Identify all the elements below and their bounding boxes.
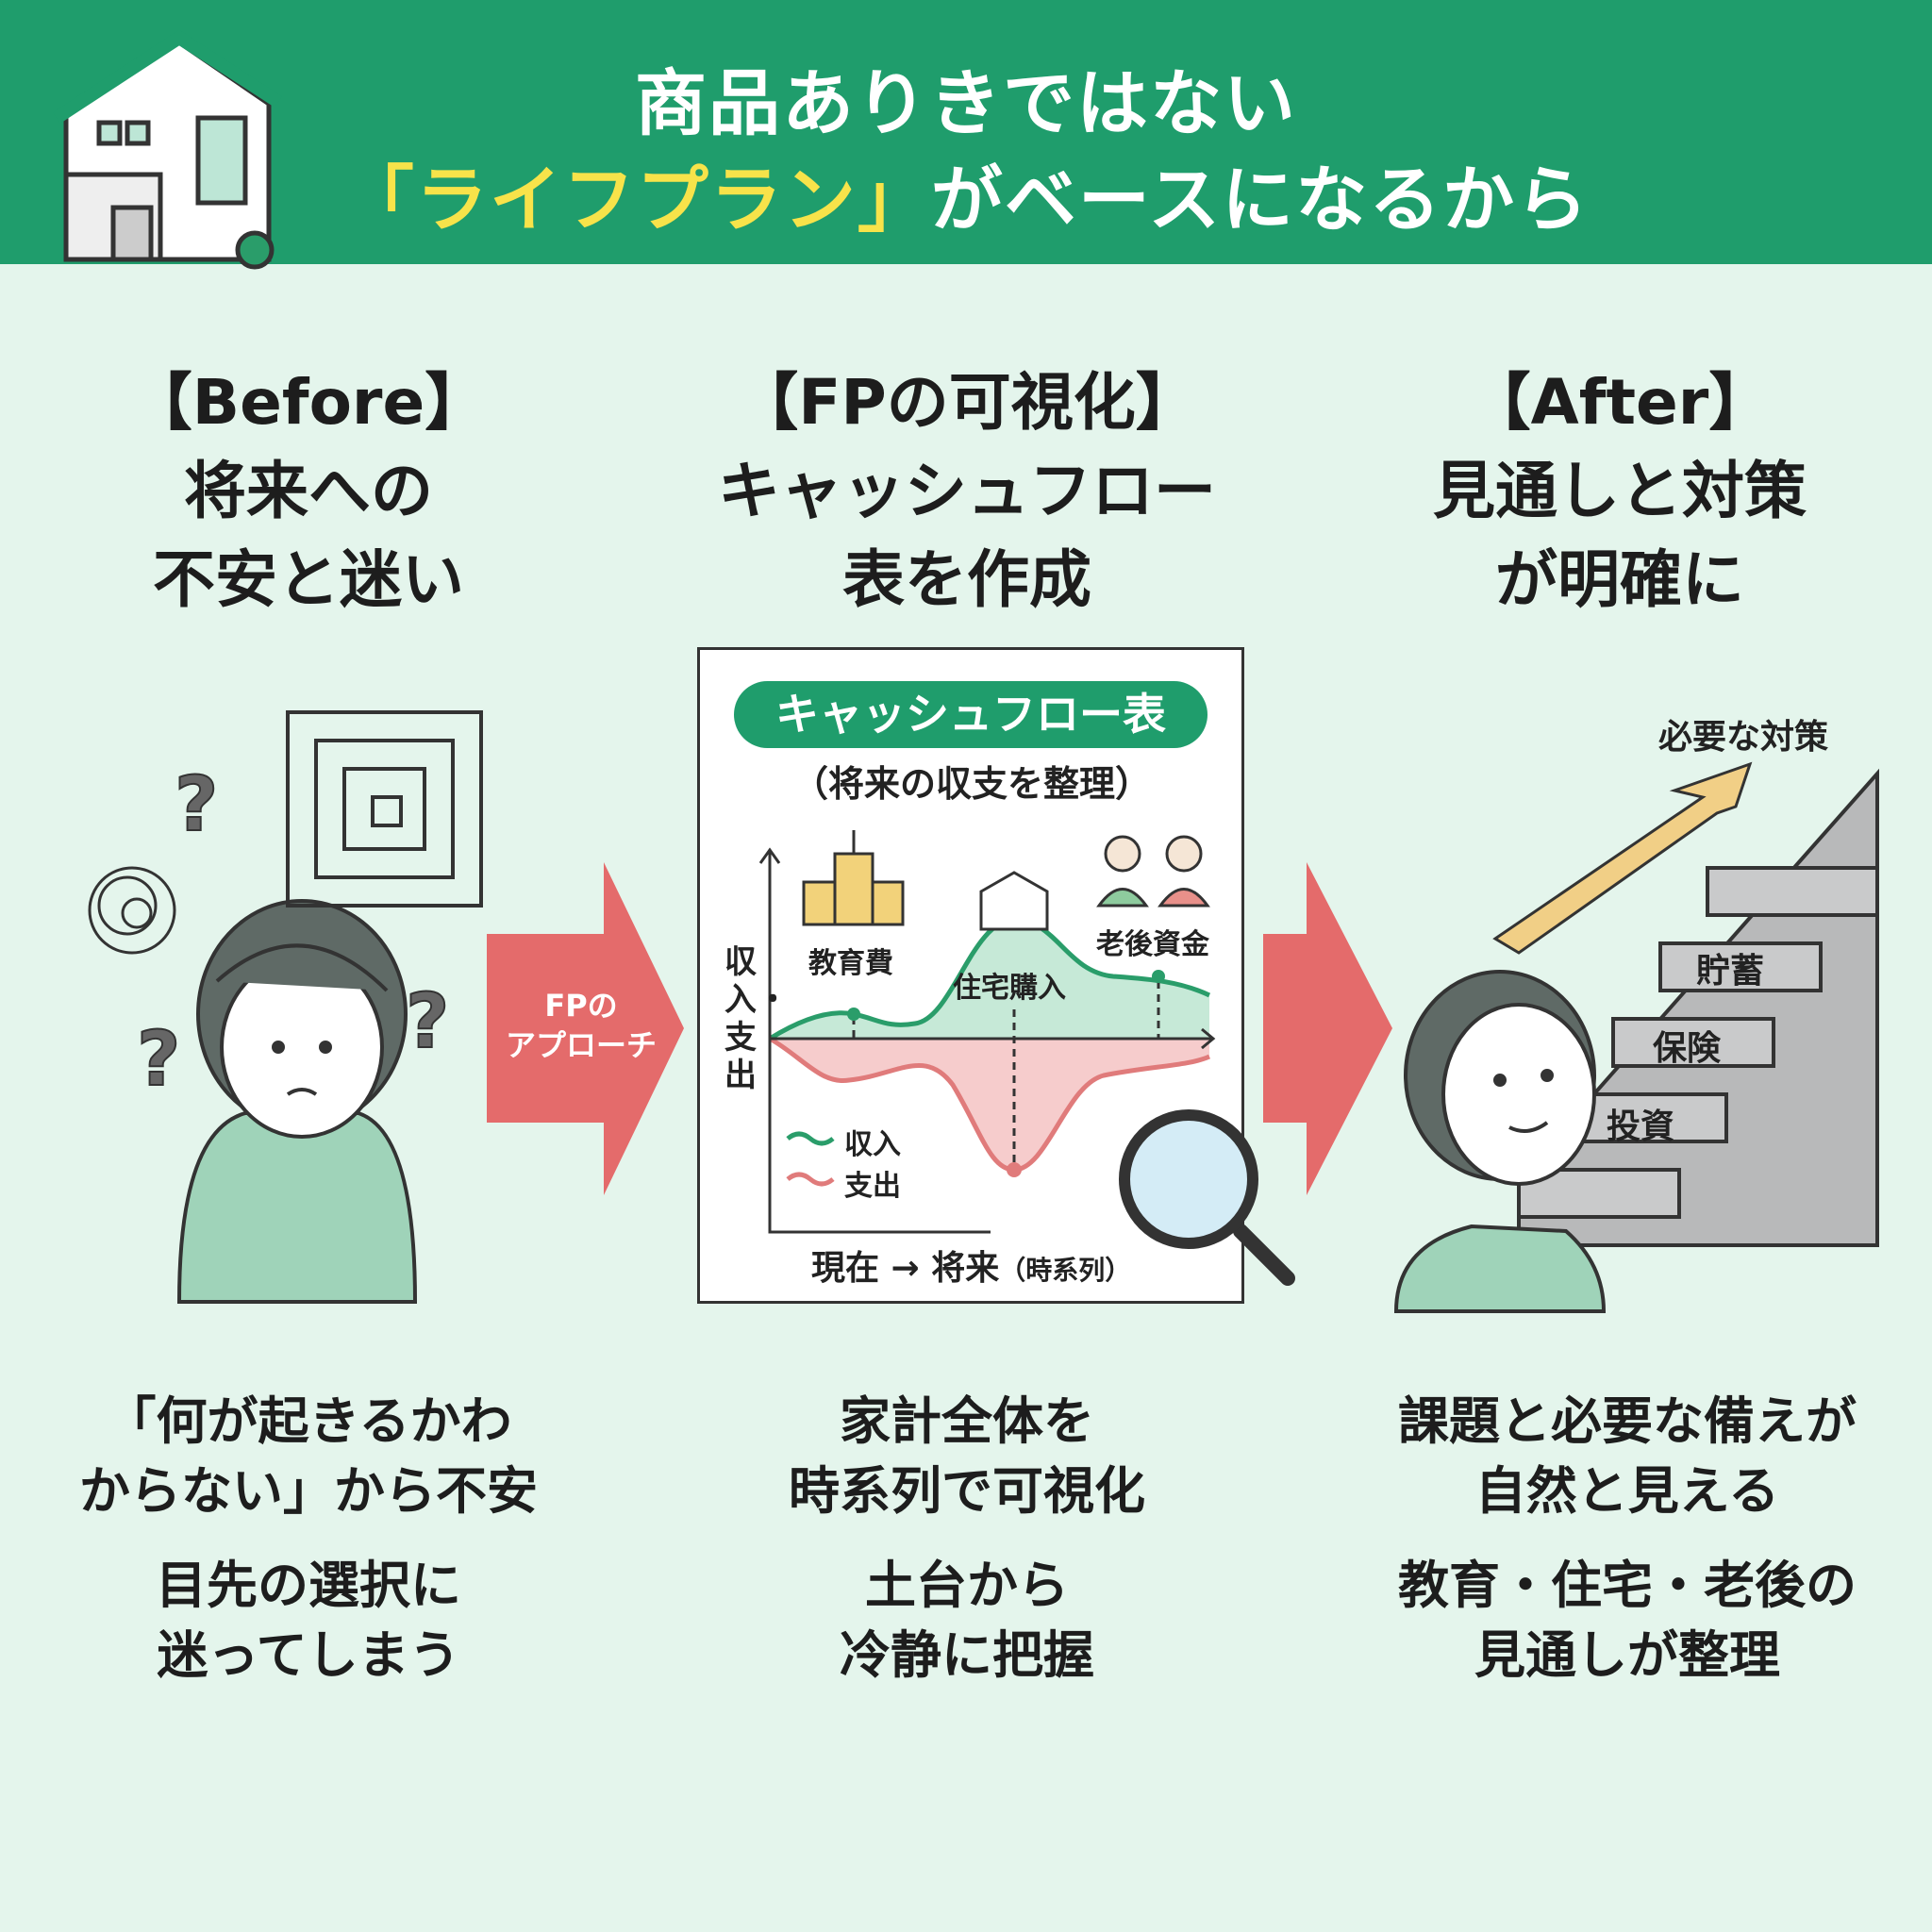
upward-arrow — [1492, 761, 1753, 955]
house-icon — [53, 29, 282, 270]
fp-body-2b: 冷静に把握 — [840, 1625, 1094, 1685]
worried-person-illustration — [176, 899, 418, 1304]
cashflow-title: キャッシュフロー表 — [734, 681, 1208, 748]
step-savings: 貯蓄 — [1696, 952, 1765, 991]
x-axis-note: （時系列） — [999, 1255, 1132, 1286]
title-highlight: 「ライフプラン」 — [341, 158, 931, 242]
after-heading-2: が明確に — [1495, 543, 1744, 616]
before-heading-1: 将来への — [184, 455, 433, 527]
after-heading: 【After】見通しと対策が明確に — [1356, 358, 1884, 625]
fp-body: 家計全体を時系列で可視化土台から冷静に把握 — [665, 1387, 1269, 1690]
after-body-2b: 見通しが整理 — [1474, 1625, 1780, 1685]
legend-income-swatch — [786, 1131, 835, 1146]
legend-expense: 支出 — [844, 1170, 901, 1203]
x-axis-main: 現在 → 将来 — [811, 1249, 1000, 1288]
tangle-icon — [88, 866, 176, 955]
title-line-1: 商品ありきではない — [635, 61, 1297, 145]
arrow-line-2: アプローチ — [505, 1027, 657, 1063]
cashflow-chart — [758, 830, 1295, 1286]
fp-tag: 【FPの可視化】 — [736, 366, 1198, 439]
cashflow-subtitle: （将来の収支を整理） — [791, 763, 1151, 805]
smiling-person-illustration — [1393, 970, 1607, 1313]
arrow-line-1: FPの — [544, 988, 618, 1024]
fp-body-2a: 土台から — [865, 1556, 1069, 1615]
before-body: 「何が起きるかわからない」から不安目先の選択に迷ってしまう — [7, 1387, 610, 1690]
elderly-couple-icon — [1096, 835, 1210, 908]
event-education: 教育費 — [808, 947, 893, 980]
event-housing: 住宅購入 — [953, 972, 1066, 1005]
fp-approach-label: FPのアプローチ — [487, 986, 675, 1065]
title-line-2: 「ライフプラン」がベースになるから — [0, 142, 1932, 245]
before-body-2b: 迷ってしまう — [157, 1625, 460, 1685]
step-insurance: 保険 — [1653, 1029, 1722, 1068]
right-arrow-2 — [1263, 862, 1392, 1195]
after-heading-1: 見通しと対策 — [1433, 455, 1807, 527]
svg-text:?: ? — [175, 760, 218, 848]
after-tag: 【After】 — [1468, 366, 1772, 439]
legend-expense-swatch — [786, 1172, 835, 1187]
fp-body-1a: 家計全体を — [840, 1391, 1094, 1451]
svg-text:?: ? — [137, 1015, 180, 1103]
before-heading: 【Before】将来への不安と迷い — [44, 358, 573, 625]
question-mark-icon: ??? — [136, 759, 450, 1104]
school-icon — [802, 830, 905, 926]
after-body-2a: 教育・住宅・老後の — [1398, 1556, 1857, 1615]
before-tag: 【Before】 — [129, 366, 488, 439]
header-banner — [0, 0, 1932, 264]
before-body-2a: 目先の選択に — [156, 1556, 461, 1615]
fp-heading: 【FPの可視化】キャッシュフロー表を作成 — [703, 358, 1231, 625]
legend-income: 収入 — [844, 1128, 901, 1161]
fp-heading-1: キャッシュフロー — [718, 455, 1216, 527]
after-body-1a: 課題と必要な備えが — [1398, 1391, 1857, 1451]
title-rest: がベースになるから — [930, 158, 1591, 242]
step-investment: 投資 — [1607, 1108, 1675, 1146]
event-retirement: 老後資金 — [1096, 928, 1209, 961]
svg-text:?: ? — [406, 977, 449, 1065]
right-arrow — [487, 862, 684, 1195]
maze-icon — [286, 710, 483, 908]
before-body-1b: からない」から不安 — [79, 1461, 538, 1521]
necessary-measures-label: 必要な対策 — [1658, 718, 1829, 757]
after-body-1b: 自然と見える — [1474, 1461, 1780, 1521]
house-small-icon — [979, 871, 1049, 931]
fp-body-1b: 時系列で可視化 — [789, 1461, 1145, 1521]
y-axis-label: 収入・支出 — [724, 943, 789, 1094]
fp-heading-2: 表を作成 — [842, 543, 1091, 616]
before-body-1a: 「何が起きるかわ — [105, 1391, 512, 1451]
before-heading-2: 不安と迷い — [153, 543, 464, 616]
x-axis-label: 現在 → 将来（時系列） — [811, 1241, 1131, 1290]
magnifier-icon — [1119, 1109, 1295, 1286]
after-body: 課題と必要な備えが自然と見える教育・住宅・老後の見通しが整理 — [1325, 1387, 1929, 1690]
